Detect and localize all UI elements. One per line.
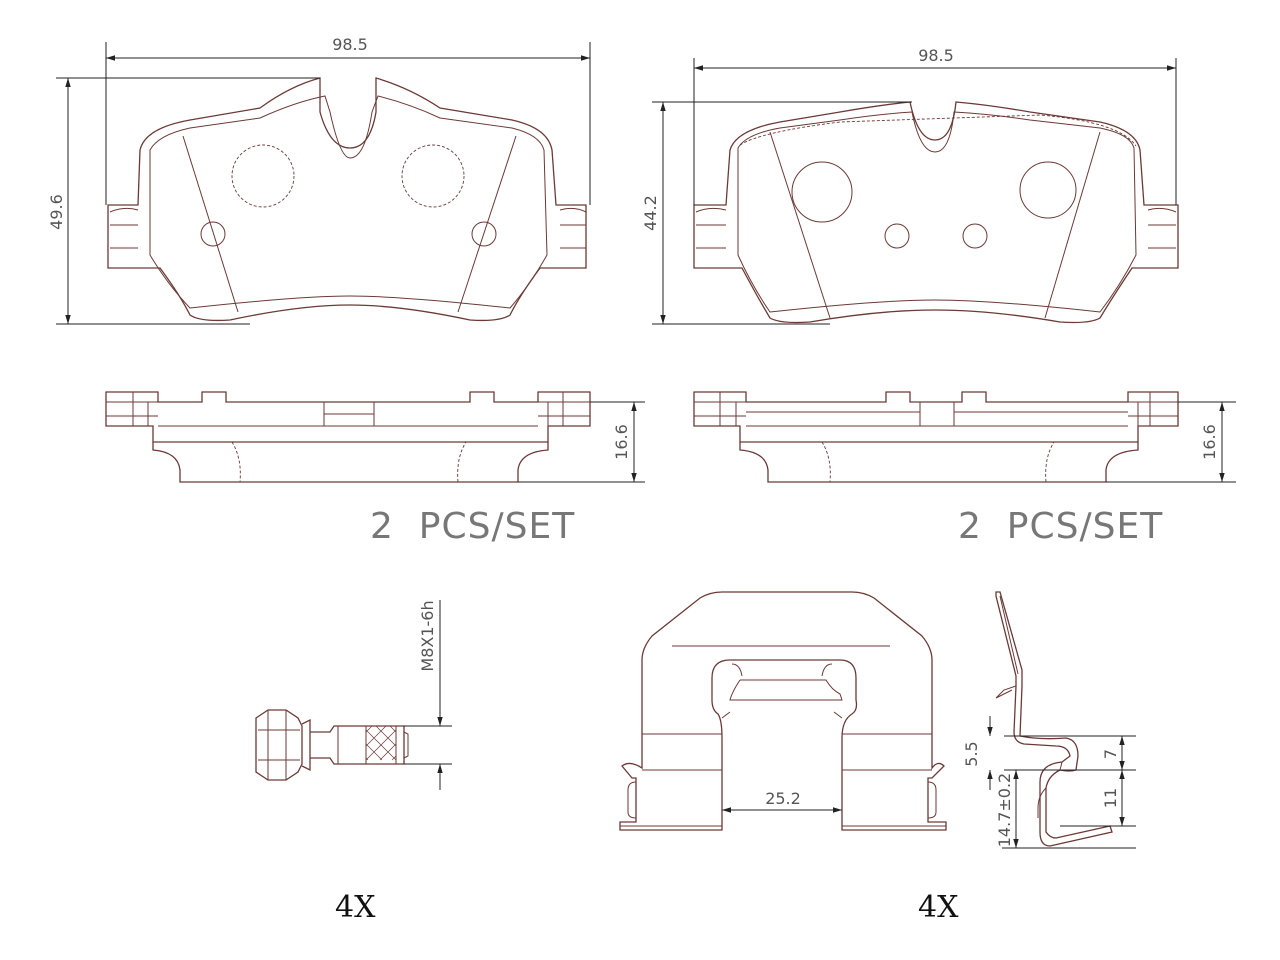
right-pad-height-dimension: 44.2	[641, 101, 912, 325]
right-pad-set-label: 2 PCS/SET	[958, 506, 1163, 547]
clip-front-view	[619, 591, 947, 831]
left-pad-side-view	[105, 391, 591, 483]
clip-width-label: 25.2	[765, 789, 801, 808]
clip-dim-c-label: 14.7±0.2	[995, 773, 1014, 847]
bolt-thread-dimension: M8X1-6h	[404, 600, 452, 790]
bolt-thread-label: M8X1-6h	[418, 600, 437, 671]
guide-bolt-drawing	[255, 709, 409, 781]
left-pad-width-dimension: 98.5	[105, 35, 591, 205]
clip-dim-a-label: 5.5	[962, 741, 981, 766]
right-pad-thickness-label: 16.6	[1200, 424, 1219, 460]
left-pad-set-label: 2 PCS/SET	[370, 506, 575, 547]
right-pad-height-label: 44.2	[641, 195, 660, 231]
clip-side-view	[995, 591, 1113, 847]
left-pad-front-view	[107, 77, 587, 322]
bolt-quantity-label: 4X	[335, 890, 376, 925]
right-pad-side-view	[693, 391, 1179, 483]
right-pad-thickness-dimension: 16.6	[1106, 401, 1236, 483]
left-pad-height-dimension: 49.6	[47, 77, 320, 325]
right-pad-front-view	[693, 101, 1179, 324]
left-pad-height-label: 49.6	[47, 194, 66, 230]
left-pad-thickness-dimension: 16.6	[518, 401, 645, 483]
right-pad-width-dimension: 98.5	[693, 46, 1177, 205]
right-pad-width-label: 98.5	[918, 46, 954, 65]
clip-quantity-label: 4X	[918, 890, 959, 925]
clip-dim-b-label: 7	[1101, 749, 1120, 759]
left-pad-thickness-label: 16.6	[612, 424, 631, 460]
left-pad-width-label: 98.5	[332, 35, 368, 54]
clip-side-dimensions: 5.5 14.7±0.2 7 11	[962, 716, 1136, 849]
clip-width-dimension: 25.2	[722, 789, 842, 813]
clip-dim-d-label: 11	[1101, 788, 1120, 808]
